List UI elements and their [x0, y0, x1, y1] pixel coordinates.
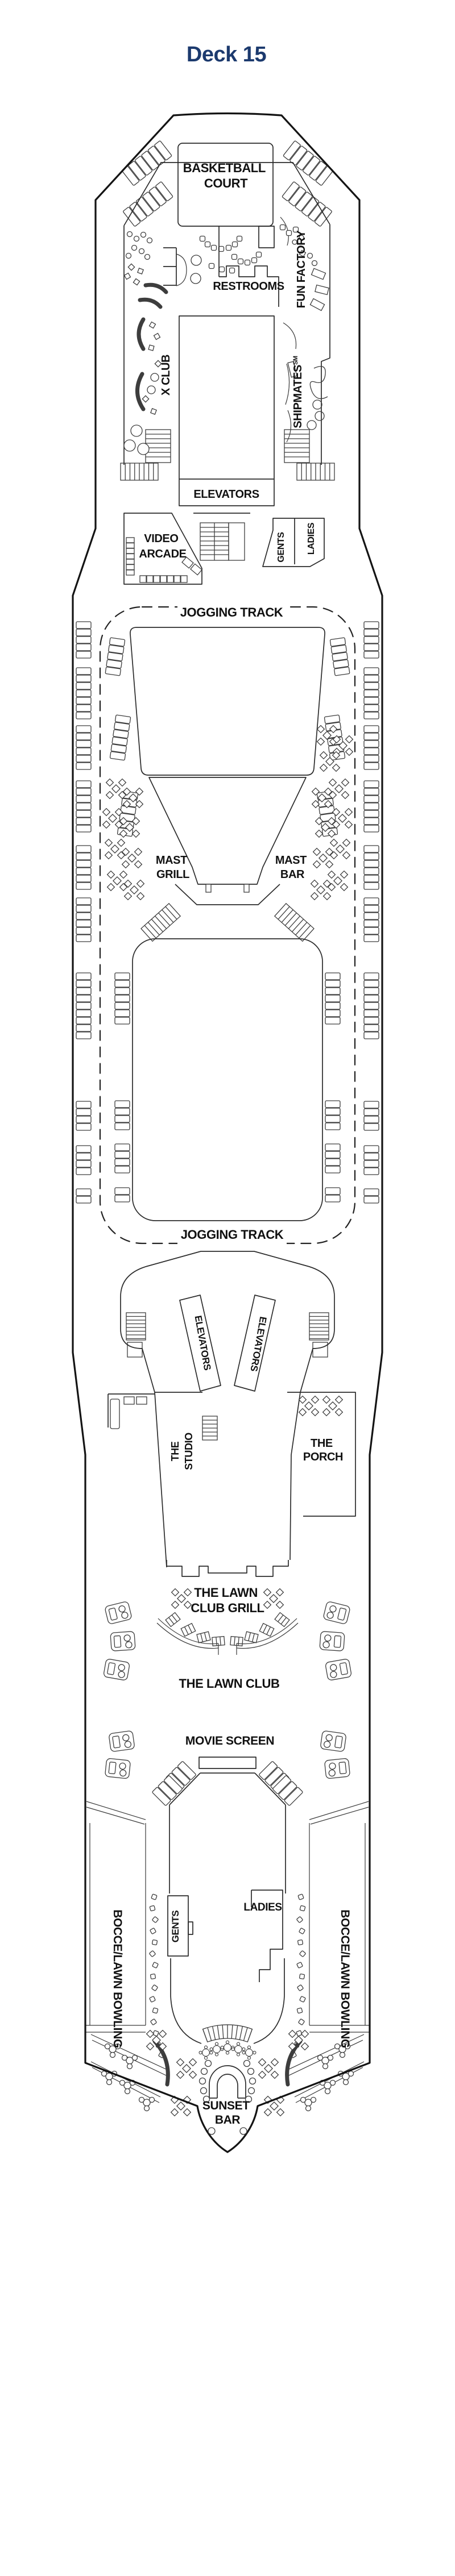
curved-bench-icon — [152, 2039, 170, 2087]
aft-wc: GENTS LADIES — [167, 1890, 283, 1982]
table-icons — [102, 778, 145, 901]
label-jogging-track-bottom: JOGGING TRACK — [181, 1227, 284, 1242]
label-jogging-track-top: JOGGING TRACK — [180, 605, 283, 619]
port-side-fittings — [76, 140, 225, 2117]
label-restrooms: RESTROOMS — [213, 280, 284, 293]
label-video-arcade: VIDEO ARCADE — [139, 532, 186, 560]
deck-chairs — [105, 638, 138, 1202]
movie-screen: MOVIE SCREEN — [185, 1734, 275, 1774]
lawn-edge — [169, 1805, 202, 2044]
stairs-icon — [140, 903, 181, 942]
mast-structure: MAST GRILL MAST BAR — [148, 777, 309, 905]
basketball-court: BASKETBALL COURT — [177, 143, 275, 248]
upper-open-deck — [130, 627, 325, 776]
label-bocce-starboard: BOCCE/LAWN BOWLING — [338, 1909, 351, 2048]
cabana-icons — [102, 1600, 136, 1779]
page-title: Deck 15 — [187, 43, 267, 66]
bocce-lane — [85, 1801, 146, 2033]
label-the-studio-1: THE — [169, 1441, 181, 1461]
starboard-side-fittings — [230, 140, 379, 2116]
aft-deckhouse — [120, 1251, 335, 1393]
jogging-track — [99, 606, 356, 1245]
forward-lounge — [123, 231, 187, 309]
restrooms: RESTROOMS — [213, 226, 284, 307]
fun-factory: FUN FACTORY — [279, 217, 329, 311]
lawn-corner-wall — [169, 1772, 201, 1805]
ship-hull-outline — [72, 112, 383, 2153]
lawn-club-grill: THE LAWN CLUB GRILL — [156, 1585, 299, 1655]
main-stairs — [193, 513, 250, 561]
label-the-porch: THE PORCH — [303, 1437, 343, 1463]
bow-inner-walls — [123, 162, 330, 465]
label-lawn-club-grill: THE LAWN CLUB GRILL — [191, 1585, 264, 1615]
video-arcade: VIDEO ARCADE — [123, 513, 202, 585]
label-basketball-court: BASKETBALL COURT — [183, 161, 268, 190]
label-elevators-left: ELEVATORS — [193, 1314, 213, 1371]
label-fun-factory: FUN FACTORY — [295, 230, 308, 309]
label-x-club: X CLUB — [160, 355, 172, 396]
label-bocce-port: BOCCE/LAWN BOWLING — [111, 1909, 124, 2048]
label-the-lawn-club: THE LAWN CLUB — [179, 1676, 280, 1691]
shipmates: SHIPMATESSM — [283, 322, 328, 443]
elevator-shaft — [179, 1295, 221, 1392]
the-porch: THE PORCH — [287, 1392, 356, 1560]
grill-building-wall — [166, 1560, 289, 1577]
label-ladies-aft: LADIES — [243, 1901, 282, 1913]
deck-chairs — [122, 140, 173, 226]
sunset-bar: SUNSET BAR — [198, 2024, 257, 2135]
label-sunset-bar: SUNSET BAR — [202, 2099, 253, 2126]
x-club: X CLUB — [123, 317, 172, 455]
label-gents-aft: GENTS — [170, 1911, 181, 1943]
label-ladies-forward: LADIES — [307, 522, 316, 555]
stairs-icon — [120, 429, 171, 481]
label-elevators-forward: ELEVATORS — [193, 488, 259, 501]
deck-chairs — [76, 622, 91, 1203]
lower-open-deck — [132, 938, 323, 1221]
label-the-studio-2: STUDIO — [183, 1433, 195, 1470]
court-seating — [190, 235, 262, 284]
label-movie-screen: MOVIE SCREEN — [185, 1734, 274, 1747]
forward-wc: GENTS LADIES — [262, 518, 325, 567]
forward-elevators: ELEVATORS — [179, 315, 275, 506]
label-shipmates: SHIPMATESSM — [292, 356, 304, 428]
the-studio: THE STUDIO — [107, 1392, 218, 1568]
label-gents-forward: GENTS — [276, 532, 286, 563]
label-mast-grill: MAST GRILL — [156, 854, 190, 881]
label-mast-bar: MAST BAR — [275, 854, 309, 881]
